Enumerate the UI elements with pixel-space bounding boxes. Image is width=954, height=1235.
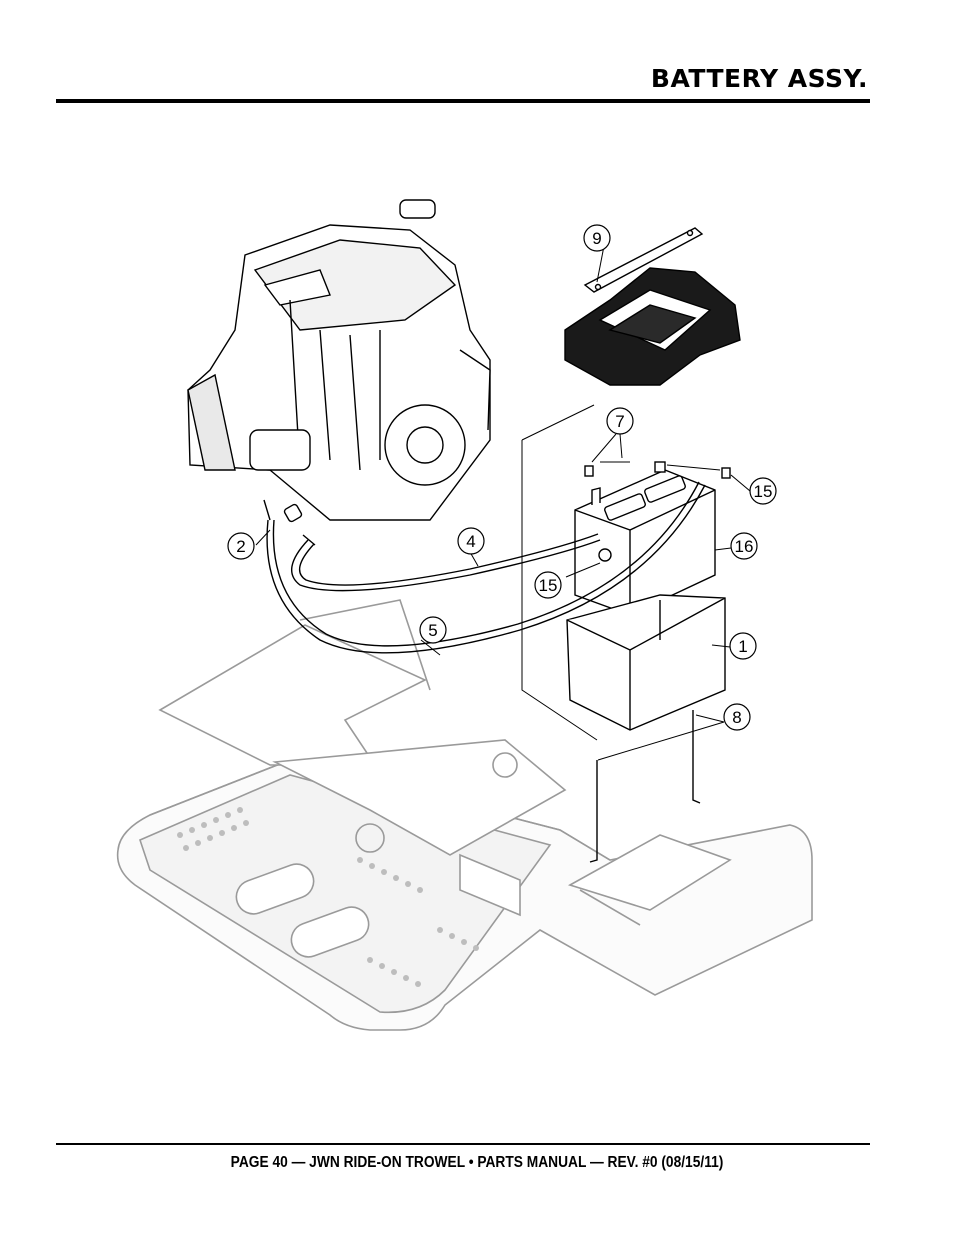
callout-leaders: [255, 245, 751, 761]
callout-16: 16: [730, 532, 758, 560]
callout-8-label: 8: [732, 708, 741, 727]
callout-7: 7: [606, 407, 634, 435]
callout-8: 8: [723, 703, 751, 731]
callout-16-label: 16: [735, 537, 754, 556]
callout-1-label: 1: [738, 637, 747, 656]
trowel-deck-drawing: [116, 599, 813, 1031]
callout-5-label: 5: [428, 621, 437, 640]
page-title: BATTERY ASSY.: [650, 64, 868, 93]
callout-15-upper: 15: [749, 477, 777, 505]
callout-15-lower-label: 15: [539, 576, 558, 595]
callout-2-label: 2: [236, 537, 245, 556]
callout-4: 4: [457, 527, 485, 555]
battery-hold-down-bar-drawing: [583, 227, 704, 293]
callout-2: 2: [227, 532, 255, 560]
callout-9-label: 9: [592, 229, 601, 248]
footer-rule: [56, 1143, 870, 1145]
header-rule: [56, 99, 870, 103]
callout-4-label: 4: [466, 532, 475, 551]
page-footer: PAGE 40 — JWN RIDE-ON TROWEL • PARTS MAN…: [230, 1154, 724, 1171]
battery-box-drawing: [566, 594, 726, 731]
battery-cover-drawing: [564, 267, 741, 386]
callout-9: 9: [583, 224, 611, 252]
callout-7-label: 7: [615, 412, 624, 431]
battery-cables-drawing: [263, 404, 731, 863]
engine-drawing: [187, 199, 491, 521]
callout-1: 1: [729, 632, 757, 660]
callout-15-lower: 15: [534, 571, 562, 599]
callout-15-upper-label: 15: [754, 482, 773, 501]
callout-5: 5: [419, 616, 447, 644]
battery-drawing: [574, 469, 716, 616]
